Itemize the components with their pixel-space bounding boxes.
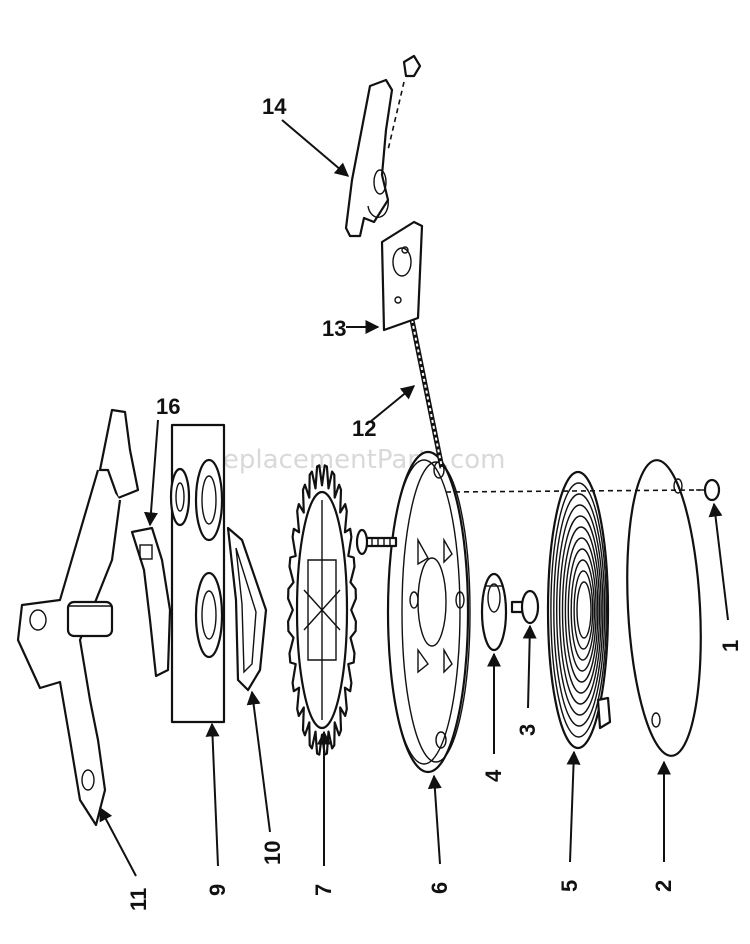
callout-labels: 14 13 12 16 1 2 3 4 5 6 7 9 10 11 (126, 94, 743, 911)
part-10-gasket (226, 526, 268, 692)
leader-16 (143, 419, 159, 527)
label-9: 9 (205, 884, 230, 896)
leader-3 (522, 624, 537, 709)
label-4: 4 (481, 769, 506, 782)
part-3-screw (510, 589, 540, 625)
leader-5 (566, 750, 581, 863)
part-5-spring (546, 470, 612, 750)
leader-lines (99, 119, 729, 877)
leader-9 (205, 722, 220, 867)
part-9-plate (169, 423, 226, 724)
label-10: 10 (260, 841, 285, 865)
part-6-pulley (386, 450, 471, 774)
screw-left (355, 528, 398, 556)
part-14-handle (344, 54, 422, 238)
leader-14 (281, 119, 350, 177)
part-2-cover (626, 459, 702, 757)
label-11: 11 (126, 888, 151, 911)
label-2: 2 (651, 880, 676, 892)
leader-6 (427, 774, 442, 865)
label-5: 5 (557, 880, 582, 892)
label-6: 6 (427, 882, 452, 894)
label-12: 12 (352, 416, 376, 441)
label-16: 16 (156, 394, 180, 419)
label-13: 13 (322, 316, 346, 341)
leader-11 (99, 806, 137, 877)
part-7-sprocket (287, 464, 357, 756)
part-4-retainer (480, 572, 508, 652)
part-1-screw (696, 478, 721, 502)
label-7: 7 (311, 884, 336, 896)
alignment-line (445, 489, 701, 493)
watermark-text: eReplacementParts.com (190, 445, 506, 475)
part-16-pawl (130, 526, 172, 678)
label-3: 3 (515, 724, 540, 736)
label-1: 1 (718, 640, 743, 652)
part-13-cable-bracket (380, 220, 424, 332)
leader-10 (246, 690, 271, 833)
leader-12 (369, 385, 416, 423)
part-11-bracket (16, 408, 140, 827)
label-14: 14 (262, 94, 287, 119)
leader-1 (708, 502, 729, 621)
part-12-cable (409, 319, 445, 469)
